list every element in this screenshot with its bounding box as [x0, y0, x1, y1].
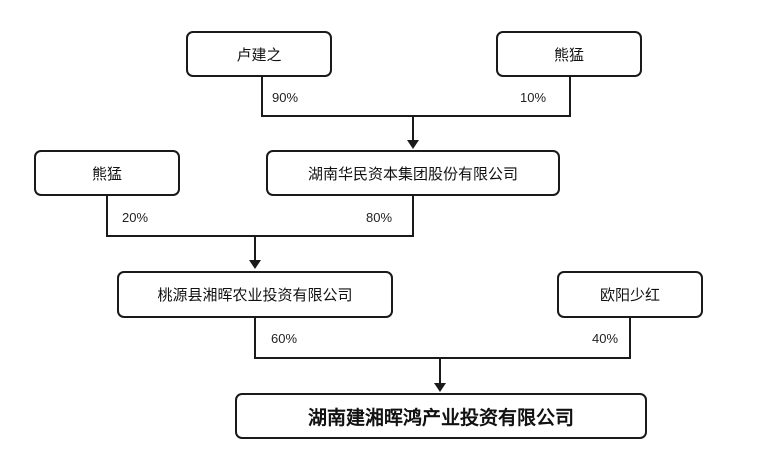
- node-hunan-jianxiang: 湖南建湘晖鸿产业投资有限公司: [235, 393, 647, 439]
- edge-label-ouyang-to-jianxiang: 40%: [592, 331, 619, 346]
- node-label: 熊猛: [553, 45, 584, 64]
- node-label: 熊猛: [91, 164, 122, 183]
- arrowhead-to-taoyuan: [249, 260, 261, 269]
- edge-label-xiong-left-to-taoyuan: 20%: [122, 210, 149, 225]
- arrowhead-to-jianxiang: [434, 383, 446, 392]
- edge-label-xiong-top-to-huamin: 10%: [520, 90, 547, 105]
- node-label: 桃源县湘晖农业投资有限公司: [157, 286, 353, 304]
- node-ouyang-shaohong: 欧阳少红: [557, 271, 703, 318]
- node-lu-jianzhi: 卢建之: [186, 31, 332, 77]
- node-hunan-huamin: 湖南华民资本集团股份有限公司: [266, 150, 560, 196]
- node-xiong-meng-left: 熊猛: [34, 150, 180, 196]
- node-xiong-meng-top: 熊猛: [496, 31, 642, 77]
- node-label: 欧阳少红: [599, 286, 660, 304]
- node-taoyuan-xianghui: 桃源县湘晖农业投资有限公司: [117, 271, 393, 318]
- node-label: 湖南华民资本集团股份有限公司: [307, 164, 518, 183]
- connector-xiong-meng-left: [106, 196, 255, 237]
- node-label: 湖南建湘晖鸿产业投资有限公司: [307, 406, 574, 429]
- connector-huamin: [255, 196, 414, 237]
- connector-xiong-meng-top: [413, 77, 571, 117]
- node-label: 卢建之: [236, 45, 282, 64]
- edge-label-lu-to-huamin: 90%: [272, 90, 299, 105]
- edge-label-taoyuan-to-jianxiang: 60%: [271, 331, 298, 346]
- connector-ouyang-shaohong: [440, 318, 631, 359]
- connector-lu-jianzhi: [261, 77, 413, 117]
- edge-label-huamin-to-taoyuan: 80%: [366, 210, 393, 225]
- arrowhead-to-huamin: [407, 140, 419, 149]
- connector-taoyuan: [254, 318, 440, 359]
